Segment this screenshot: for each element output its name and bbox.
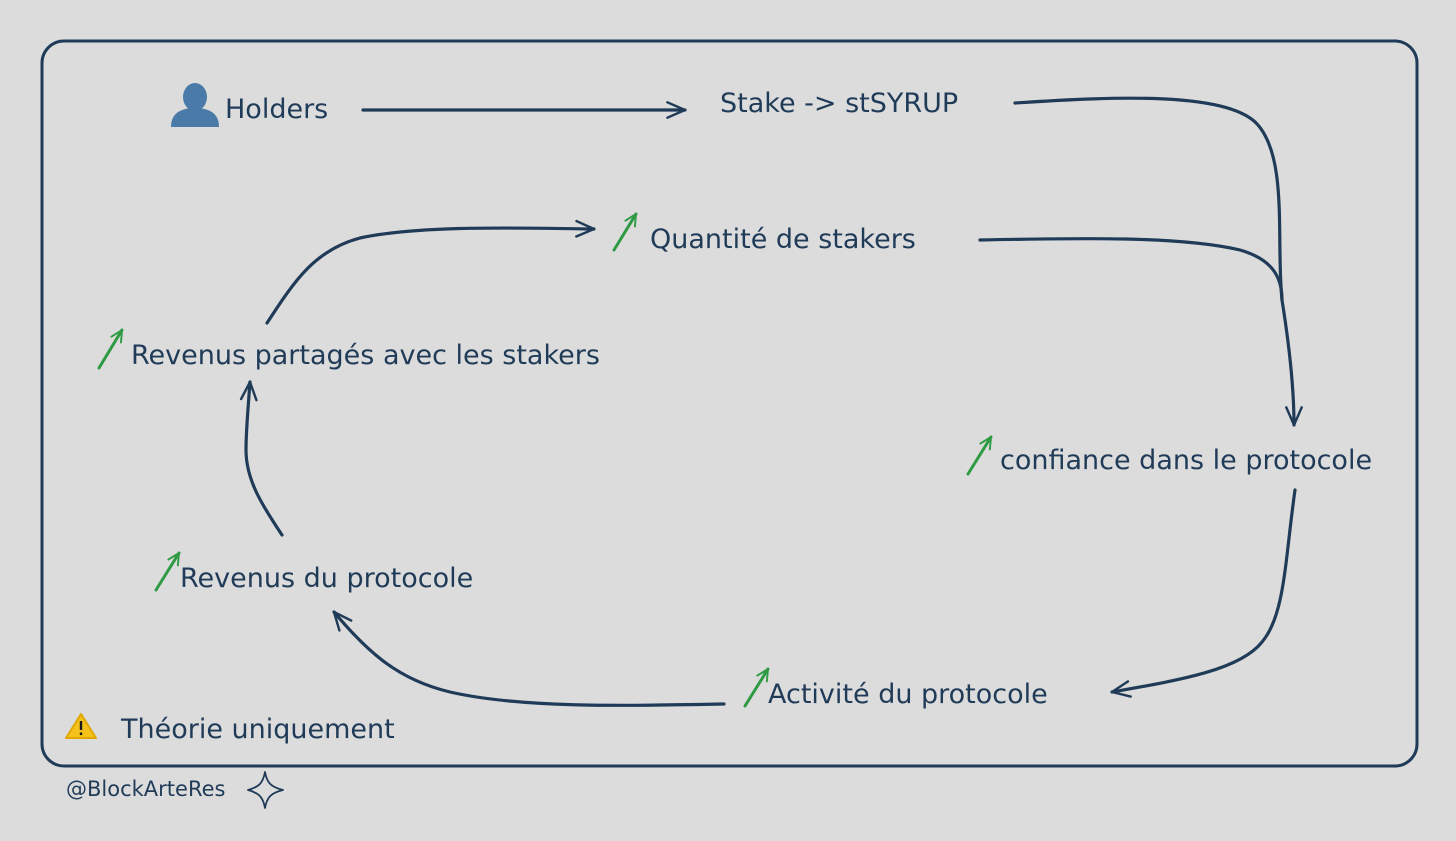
confiance-node: confiance dans le protocole <box>966 435 1372 476</box>
holders-node: Holders <box>171 83 328 127</box>
user-icon <box>171 83 219 127</box>
increase-arrow-icon <box>97 328 124 370</box>
arrow-partages-to-quantite <box>265 219 596 325</box>
credit-handle: @BlockArteRes <box>66 777 225 801</box>
quantite-stakers-node: Quantité de stakers <box>612 212 916 255</box>
sparkle-icon <box>247 771 284 809</box>
arrow-activite-to-revenus-protocole <box>332 610 726 707</box>
holders-label: Holders <box>225 94 328 125</box>
revenus-protocole-label: Revenus du protocole <box>180 563 473 594</box>
warning-note: Théorie uniquement <box>65 713 395 745</box>
arrow-quantite-to-confiance <box>978 236 1284 302</box>
diagram-frame <box>40 39 1419 768</box>
credit: @BlockArteRes <box>66 771 284 809</box>
increase-arrow-icon <box>966 435 993 476</box>
activite-node: Activité du protocole <box>743 667 1048 710</box>
warning-icon <box>65 713 97 739</box>
increase-arrow-icon <box>154 551 181 592</box>
confiance-label: confiance dans le protocole <box>1000 445 1372 476</box>
increase-arrow-icon <box>612 212 638 252</box>
revenus-protocole-node: Revenus du protocole <box>154 551 473 594</box>
revenus-partages-node: Revenus partagés avec les stakers <box>97 328 600 371</box>
arrow-revenus-protocole-to-partages <box>239 380 284 537</box>
quantite-stakers-label: Quantité de stakers <box>650 224 916 255</box>
arrow-stake-to-confiance <box>1013 96 1303 427</box>
warning-text: Théorie uniquement <box>120 714 395 745</box>
increase-arrow-icon <box>743 667 770 708</box>
revenus-partages-label: Revenus partagés avec les stakers <box>131 340 600 371</box>
arrow-confiance-to-activite <box>1110 488 1297 698</box>
activite-label: Activité du protocole <box>768 679 1048 710</box>
stake-label: Stake -> stSYRUP <box>720 88 958 119</box>
